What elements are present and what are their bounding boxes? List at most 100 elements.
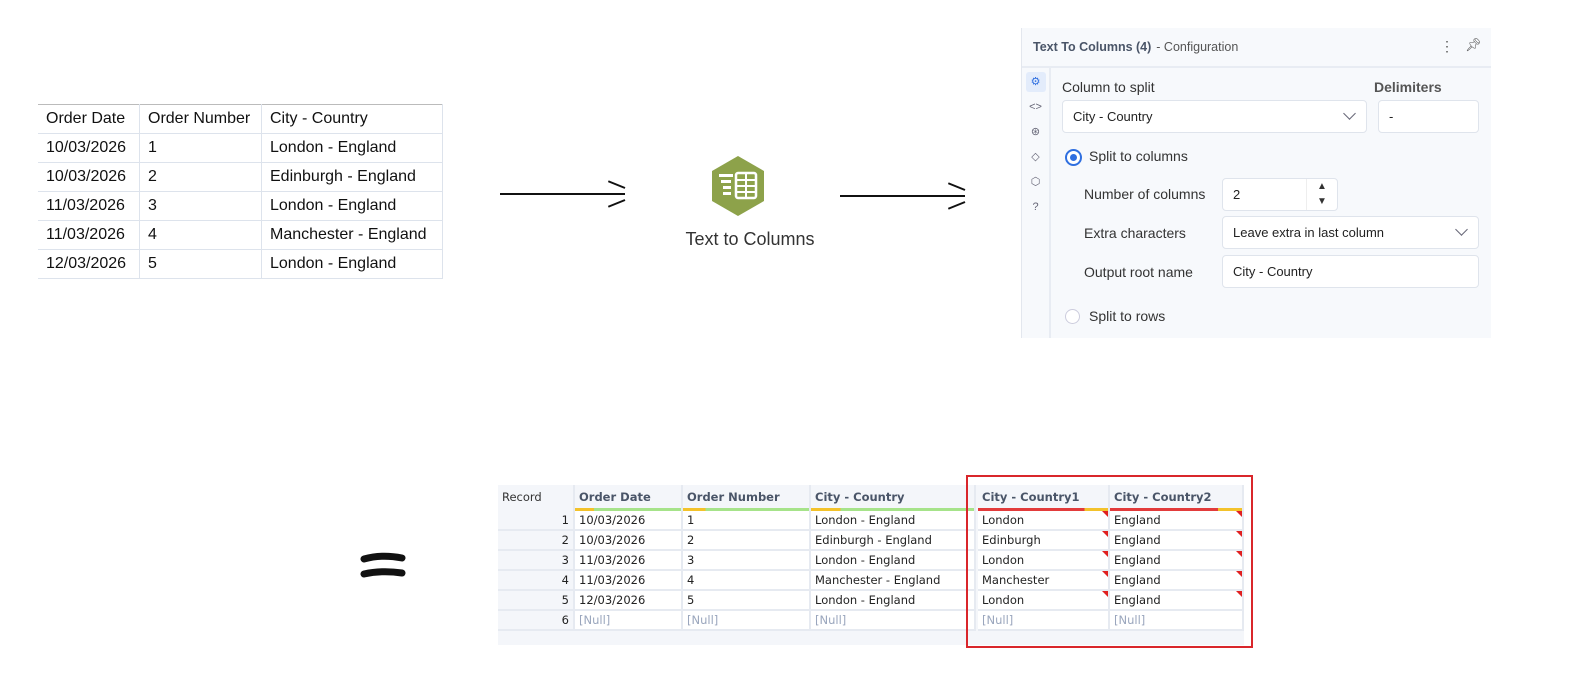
- annotation-icon[interactable]: ⊛: [1030, 126, 1041, 138]
- table-cell[interactable]: 12/03/2026: [575, 591, 683, 611]
- split-to-columns-label: Split to columns: [1089, 148, 1188, 164]
- table-cell: 10/03/2026: [38, 162, 140, 192]
- table-cell: London - England: [261, 133, 443, 163]
- table-cell[interactable]: London: [978, 511, 1110, 531]
- column-header[interactable]: City - Country1: [978, 485, 1110, 511]
- settings-gear-icon[interactable]: ⚙: [1025, 72, 1046, 92]
- highlight-box: [966, 475, 1253, 648]
- input-table: Order Date Order Number City - Country 1…: [38, 104, 443, 279]
- table-cell: 3: [139, 191, 262, 221]
- panel-subtitle: - Configuration: [1156, 40, 1239, 54]
- table-cell[interactable]: Manchester: [978, 571, 1110, 591]
- column-header[interactable]: City - Country: [811, 485, 976, 511]
- column-to-split-dropdown[interactable]: City - Country: [1062, 100, 1367, 133]
- arrow-right-icon: [840, 195, 965, 197]
- record-number[interactable]: 5: [498, 591, 575, 611]
- table-cell[interactable]: London - England: [811, 591, 976, 611]
- table-cell[interactable]: England: [1110, 551, 1244, 571]
- table-cell[interactable]: England: [1110, 531, 1244, 551]
- table-cell: Edinburgh - England: [261, 162, 443, 192]
- split-to-rows-label: Split to rows: [1089, 308, 1166, 324]
- code-icon[interactable]: <>: [1029, 101, 1042, 113]
- table-cell[interactable]: 2: [683, 531, 811, 551]
- table-cell[interactable]: [Null]: [1110, 611, 1244, 631]
- stepper-arrows-icon[interactable]: ▲▼: [1306, 179, 1337, 210]
- more-options-icon[interactable]: ⋮: [1440, 38, 1454, 54]
- text-to-columns-tool-icon[interactable]: [706, 154, 770, 218]
- table-cell: 10/03/2026: [38, 133, 140, 163]
- table-cell[interactable]: [Null]: [978, 611, 1110, 631]
- table-cell[interactable]: Edinburgh: [978, 531, 1110, 551]
- equals-sign-icon: [360, 552, 406, 578]
- table-cell[interactable]: London - England: [811, 551, 976, 571]
- split-to-columns-radio[interactable]: [1065, 149, 1082, 166]
- table-cell[interactable]: London - England: [811, 511, 976, 531]
- tag-icon[interactable]: ◇: [1031, 151, 1040, 163]
- dropdown-value: Leave extra in last column: [1233, 225, 1385, 240]
- table-cell[interactable]: 10/03/2026: [575, 511, 683, 531]
- table-cell[interactable]: 11/03/2026: [575, 551, 683, 571]
- column-to-split-label: Column to split: [1062, 79, 1155, 95]
- record-number[interactable]: 3: [498, 551, 575, 571]
- table-cell[interactable]: Edinburgh - England: [811, 531, 976, 551]
- column-header[interactable]: City - Country2: [1110, 485, 1244, 511]
- table-cell[interactable]: England: [1110, 591, 1244, 611]
- table-cell[interactable]: [Null]: [683, 611, 811, 631]
- table-cell: 12/03/2026: [38, 249, 140, 279]
- column-header: City - Country: [261, 104, 443, 134]
- help-icon[interactable]: ?: [1032, 201, 1039, 213]
- table-cell: 11/03/2026: [38, 191, 140, 221]
- table-cell[interactable]: 5: [683, 591, 811, 611]
- record-number[interactable]: 6: [498, 611, 575, 631]
- table-cell: 5: [139, 249, 262, 279]
- record-number[interactable]: 2: [498, 531, 575, 551]
- pin-icon[interactable]: 📌︎: [1465, 37, 1482, 52]
- table-cell[interactable]: [Null]: [575, 611, 683, 631]
- table-cell[interactable]: 1: [683, 511, 811, 531]
- table-cell[interactable]: England: [1110, 511, 1244, 531]
- number-of-columns-stepper[interactable]: 2 ▲▼: [1222, 178, 1338, 211]
- table-cell[interactable]: Manchester - England: [811, 571, 976, 591]
- table-cell: 1: [139, 133, 262, 163]
- column-header[interactable]: Record: [498, 485, 575, 511]
- table-row: 6[Null][Null][Null][Null][Null]: [498, 611, 1244, 631]
- record-number[interactable]: 4: [498, 571, 575, 591]
- table-cell: 4: [139, 220, 262, 250]
- table-cell: London - England: [261, 249, 443, 279]
- table-cell[interactable]: 10/03/2026: [575, 531, 683, 551]
- extra-characters-dropdown[interactable]: Leave extra in last column: [1222, 216, 1479, 249]
- chevron-down-icon: [1343, 107, 1356, 120]
- package-cube-icon[interactable]: ⬡: [1030, 176, 1041, 188]
- stepper-value: 2: [1233, 187, 1241, 202]
- table-cell[interactable]: London: [978, 591, 1110, 611]
- panel-title: Text To Columns (4): [1033, 40, 1152, 54]
- table-cell[interactable]: London: [978, 551, 1110, 571]
- delimiters-input[interactable]: -: [1378, 100, 1479, 133]
- table-cell[interactable]: England: [1110, 571, 1244, 591]
- column-header[interactable]: Order Date: [575, 485, 683, 511]
- table-cell: Manchester - England: [261, 220, 443, 250]
- column-header: Order Number: [139, 104, 262, 134]
- record-number[interactable]: 1: [498, 511, 575, 531]
- table-cell[interactable]: 4: [683, 571, 811, 591]
- table-cell[interactable]: [Null]: [811, 611, 976, 631]
- table-cell: London - England: [261, 191, 443, 221]
- split-to-rows-radio[interactable]: [1065, 309, 1080, 324]
- table-cell[interactable]: 3: [683, 551, 811, 571]
- arrow-right-icon: [500, 193, 625, 195]
- output-root-name-input[interactable]: City - Country: [1222, 255, 1479, 288]
- column-header[interactable]: Order Number: [683, 485, 811, 511]
- chevron-down-icon: [1455, 223, 1468, 236]
- dropdown-value: City - Country: [1073, 109, 1153, 124]
- table-cell[interactable]: 11/03/2026: [575, 571, 683, 591]
- tool-label: Text to Columns: [685, 229, 815, 249]
